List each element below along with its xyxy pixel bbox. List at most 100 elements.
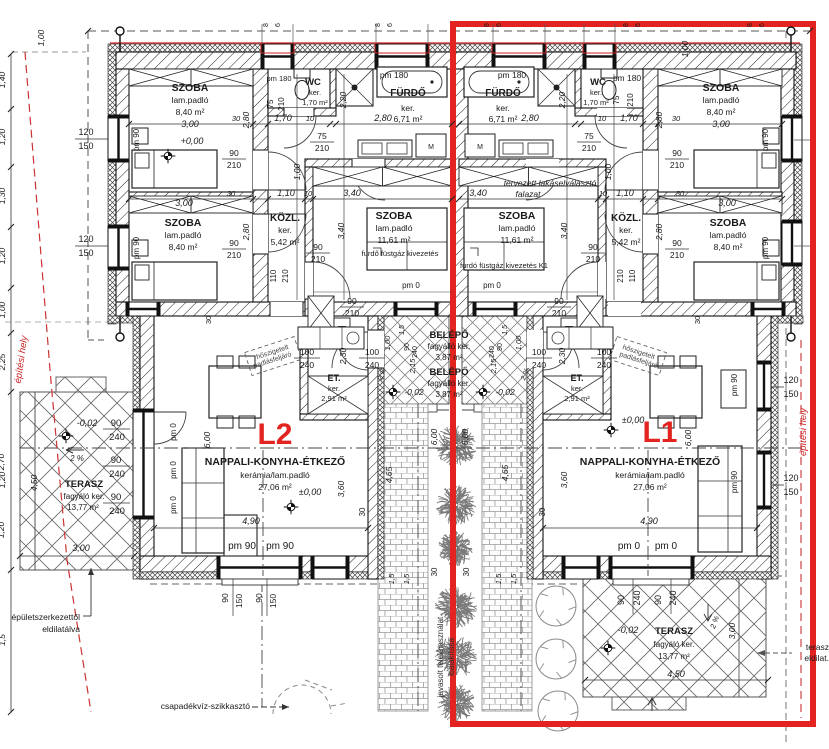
svg-text:pm 180: pm 180	[498, 70, 527, 80]
svg-text:ker.: ker.	[309, 88, 321, 97]
svg-text:100: 100	[597, 347, 611, 357]
svg-text:210: 210	[227, 250, 241, 260]
svg-text:210: 210	[582, 143, 596, 153]
svg-text:90: 90	[497, 343, 504, 351]
svg-text:-0,02: -0,02	[404, 387, 424, 397]
svg-text:FÜRDŐ: FÜRDŐ	[485, 86, 521, 99]
svg-text:90: 90	[313, 242, 323, 252]
svg-text:90: 90	[554, 296, 564, 306]
svg-text:csapadékvíz-szikkasztó: csapadékvíz-szikkasztó	[161, 701, 251, 711]
svg-text:150: 150	[783, 389, 798, 399]
svg-text:1,10: 1,10	[616, 188, 634, 198]
svg-text:pm 90: pm 90	[132, 128, 141, 151]
svg-text:1,40: 1,40	[0, 71, 7, 88]
svg-text:2,80: 2,80	[373, 113, 392, 123]
svg-text:ET.: ET.	[570, 373, 583, 383]
svg-text:fagyáló ker.: fagyáló ker.	[64, 492, 105, 501]
svg-text:pm 90: pm 90	[266, 541, 294, 552]
svg-text:5,42 m²: 5,42 m²	[612, 237, 641, 247]
svg-text:1,5: 1,5	[0, 634, 7, 646]
svg-text:pm 90: pm 90	[730, 470, 739, 493]
svg-text:TERASZ: TERASZ	[655, 626, 693, 637]
svg-text:eldilat.: eldilat.	[804, 653, 829, 663]
svg-text:30: 30	[538, 507, 547, 516]
svg-text:pm 0: pm 0	[483, 281, 501, 290]
svg-text:240: 240	[412, 346, 419, 358]
svg-text:90: 90	[672, 238, 682, 248]
svg-text:210: 210	[586, 254, 600, 264]
svg-text:2,30: 2,30	[338, 347, 348, 365]
svg-text:1,00: 1,00	[680, 40, 690, 57]
svg-text:10: 10	[598, 114, 607, 123]
svg-text:lam.padló: lam.padló	[172, 95, 209, 105]
svg-text:pm 0: pm 0	[169, 461, 178, 479]
svg-text:2,91 m²: 2,91 m²	[321, 394, 347, 403]
svg-text:210: 210	[670, 160, 684, 170]
svg-text:M: M	[477, 144, 483, 151]
svg-text:6,00: 6,00	[460, 428, 470, 445]
svg-text:240: 240	[109, 506, 125, 517]
svg-text:75: 75	[317, 131, 327, 141]
svg-text:1,70 m²: 1,70 m²	[302, 98, 328, 107]
svg-text:fagyálló ker.: fagyálló ker.	[428, 342, 471, 351]
svg-text:1,20: 1,20	[0, 128, 7, 145]
svg-text:75: 75	[266, 99, 275, 108]
svg-text:240: 240	[109, 469, 125, 480]
svg-text:210: 210	[311, 254, 325, 264]
svg-text:3,40: 3,40	[336, 222, 346, 239]
svg-text:L2: L2	[257, 418, 292, 451]
svg-text:90: 90	[588, 242, 598, 252]
svg-text:13,77 m²: 13,77 m²	[67, 503, 99, 512]
svg-text:M: M	[428, 144, 434, 151]
svg-text:3,87 m²: 3,87 m²	[435, 390, 462, 399]
svg-text:1,20: 1,20	[0, 521, 6, 538]
svg-text:210: 210	[315, 143, 329, 153]
svg-text:240: 240	[532, 360, 546, 370]
svg-text:30: 30	[693, 316, 702, 324]
svg-text:90: 90	[404, 343, 411, 351]
svg-text:150: 150	[78, 141, 93, 151]
svg-text:30: 30	[227, 189, 236, 198]
svg-text:6,00: 6,00	[683, 429, 693, 446]
svg-text:3,00: 3,00	[175, 198, 193, 208]
svg-text:240: 240	[489, 346, 496, 358]
svg-text:1,5: 1,5	[387, 573, 396, 584]
svg-text:lam.padló: lam.padló	[710, 230, 747, 240]
svg-text:8,40 m²: 8,40 m²	[169, 242, 198, 252]
svg-text:27,06 m²: 27,06 m²	[258, 482, 292, 492]
svg-text:8,40 m²: 8,40 m²	[707, 107, 736, 117]
svg-text:2,80: 2,80	[654, 111, 664, 129]
svg-text:240: 240	[632, 590, 642, 605]
svg-text:13,77 m²: 13,77 m²	[658, 652, 690, 661]
svg-text:1,00: 1,00	[292, 163, 302, 180]
svg-text:KÖZL.: KÖZL.	[270, 211, 300, 224]
svg-text:pm 90: pm 90	[730, 373, 739, 396]
svg-text:8,40 m²: 8,40 m²	[176, 107, 205, 117]
svg-text:BELÉPŐ: BELÉPŐ	[429, 366, 468, 378]
svg-text:pm 90: pm 90	[761, 128, 770, 151]
svg-text:terasz: terasz	[806, 642, 829, 652]
svg-text:1,5: 1,5	[494, 573, 503, 584]
svg-text:2,80: 2,80	[654, 223, 664, 241]
svg-text:pm 180: pm 180	[380, 70, 409, 80]
svg-text:ker.: ker.	[328, 384, 340, 393]
svg-text:4,50: 4,50	[667, 669, 685, 679]
svg-text:3,40: 3,40	[343, 188, 361, 198]
svg-text:30: 30	[676, 189, 685, 198]
svg-text:150: 150	[783, 487, 798, 497]
svg-text:fagyálló ker.: fagyálló ker.	[428, 379, 471, 388]
svg-text:±0,00: ±0,00	[622, 415, 644, 425]
svg-text:2,30: 2,30	[557, 347, 567, 365]
svg-text:210: 210	[281, 269, 290, 283]
svg-text:1,00: 1,00	[383, 335, 392, 350]
svg-text:4,65: 4,65	[384, 466, 394, 483]
svg-text:fagyáló ker.: fagyáló ker.	[654, 640, 695, 649]
svg-text:FÜRDŐ: FÜRDŐ	[390, 86, 426, 99]
svg-text:1,00: 1,00	[36, 29, 46, 46]
svg-text:2,80: 2,80	[241, 223, 251, 241]
svg-text:2,91 m²: 2,91 m²	[564, 394, 590, 403]
svg-text:NAPPALI-KONYHA-ÉTKEZŐ: NAPPALI-KONYHA-ÉTKEZŐ	[580, 455, 720, 468]
svg-text:falazat: falazat	[515, 189, 541, 199]
svg-text:pm 0: pm 0	[618, 541, 641, 552]
svg-text:WC: WC	[590, 77, 606, 88]
